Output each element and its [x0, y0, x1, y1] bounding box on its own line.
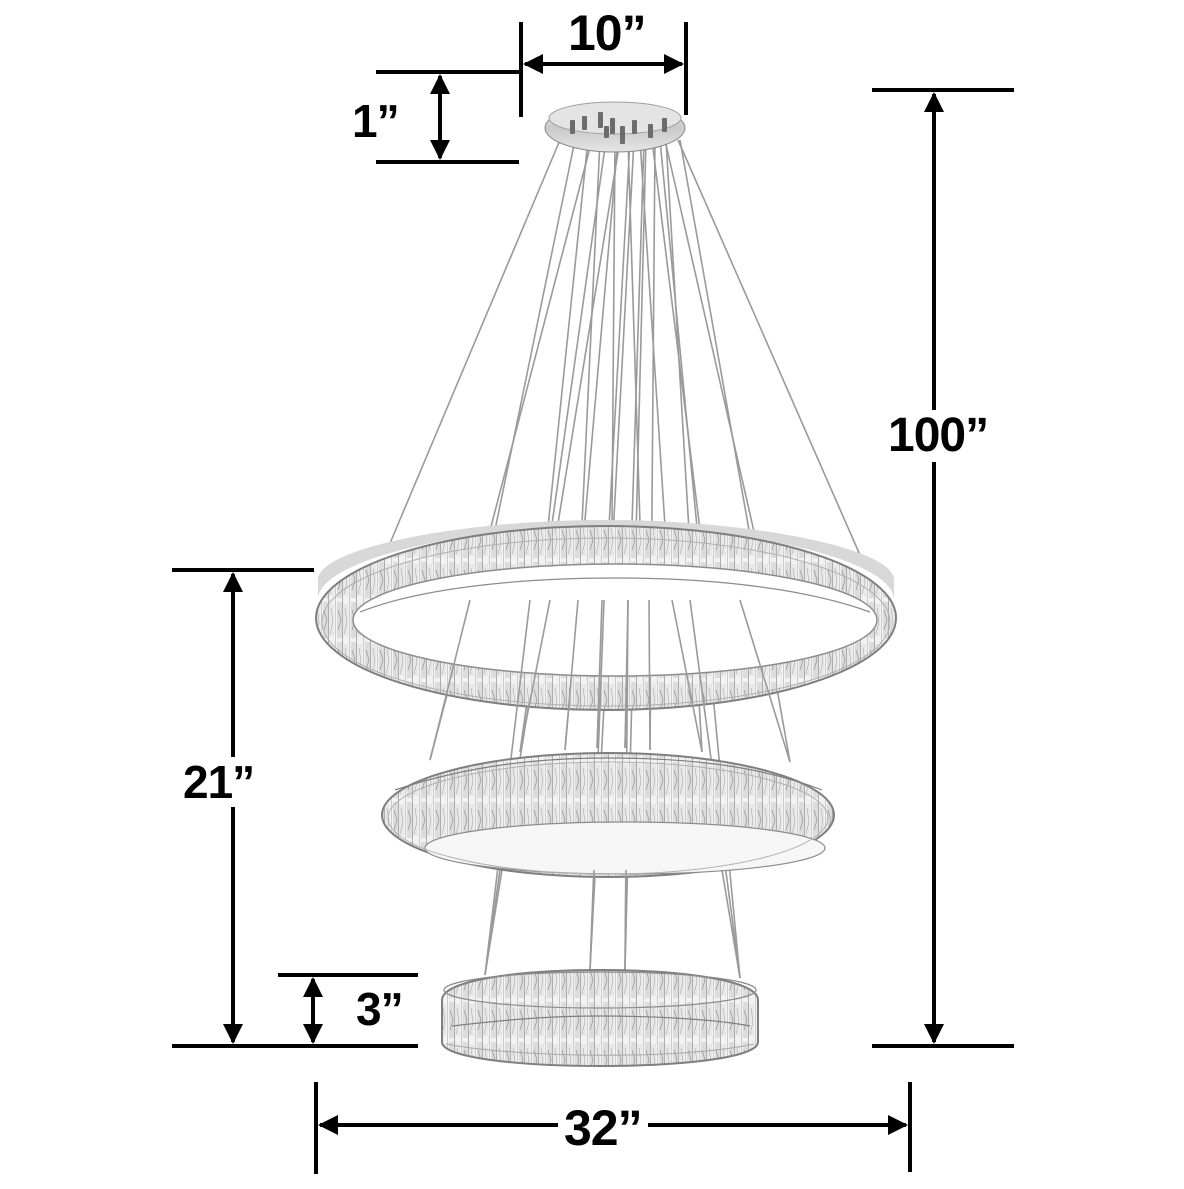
bottom-crystal-ring: [441, 968, 759, 1068]
ceiling-canopy: [544, 101, 686, 153]
suspension-cables-bottom: [484, 869, 741, 979]
canopy-height-dimension: [376, 70, 519, 164]
ring-height-label: 3”: [356, 983, 404, 1035]
canopy-width-label: 10”: [568, 5, 647, 61]
tier-stack-height-label: 21”: [183, 756, 255, 808]
cable-gripper-icons: [570, 112, 667, 144]
canopy-width-dimension: [519, 22, 688, 117]
tier-stack-height-dimension: [172, 568, 418, 1048]
top-crystal-ring: [315, 520, 897, 711]
overall-height-label: 100”: [888, 409, 989, 462]
overall-height-dimension: [872, 88, 1014, 1048]
ring-height-dimension: [278, 973, 418, 1044]
overall-width-label: 32”: [558, 1103, 648, 1153]
canopy-height-label: 1”: [352, 95, 400, 147]
middle-crystal-ring: [381, 752, 835, 878]
